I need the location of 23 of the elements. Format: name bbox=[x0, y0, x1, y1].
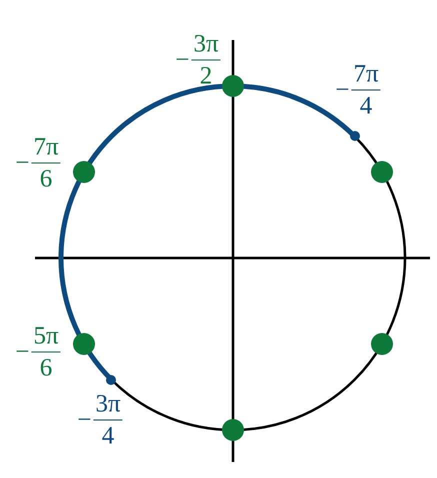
fraction-denominator: 4 bbox=[360, 92, 372, 118]
fraction-denominator: 6 bbox=[40, 354, 52, 380]
point-dot bbox=[222, 419, 244, 441]
point-dot bbox=[73, 333, 96, 355]
fraction-numerator: 7π bbox=[352, 62, 381, 90]
fraction-denominator: 4 bbox=[102, 422, 114, 448]
fraction-numerator: 3π bbox=[192, 32, 221, 60]
point-dot bbox=[370, 161, 393, 183]
fraction-denominator: 2 bbox=[200, 62, 212, 88]
fraction-denominator: 6 bbox=[40, 164, 52, 192]
minus-sign: − bbox=[335, 78, 350, 102]
fraction-numerator: 5π bbox=[32, 324, 61, 352]
minus-sign: − bbox=[15, 340, 30, 364]
point-dot bbox=[106, 374, 116, 385]
minus-sign: − bbox=[175, 48, 190, 72]
point-dot bbox=[370, 333, 393, 355]
fraction-numerator: 7π bbox=[32, 134, 61, 164]
fraction-numerator: 3π bbox=[94, 392, 123, 420]
minus-sign: − bbox=[77, 408, 92, 432]
point-dot bbox=[73, 161, 96, 183]
point-dot bbox=[350, 131, 360, 142]
minus-sign: − bbox=[15, 150, 30, 176]
point-dot bbox=[222, 75, 244, 97]
